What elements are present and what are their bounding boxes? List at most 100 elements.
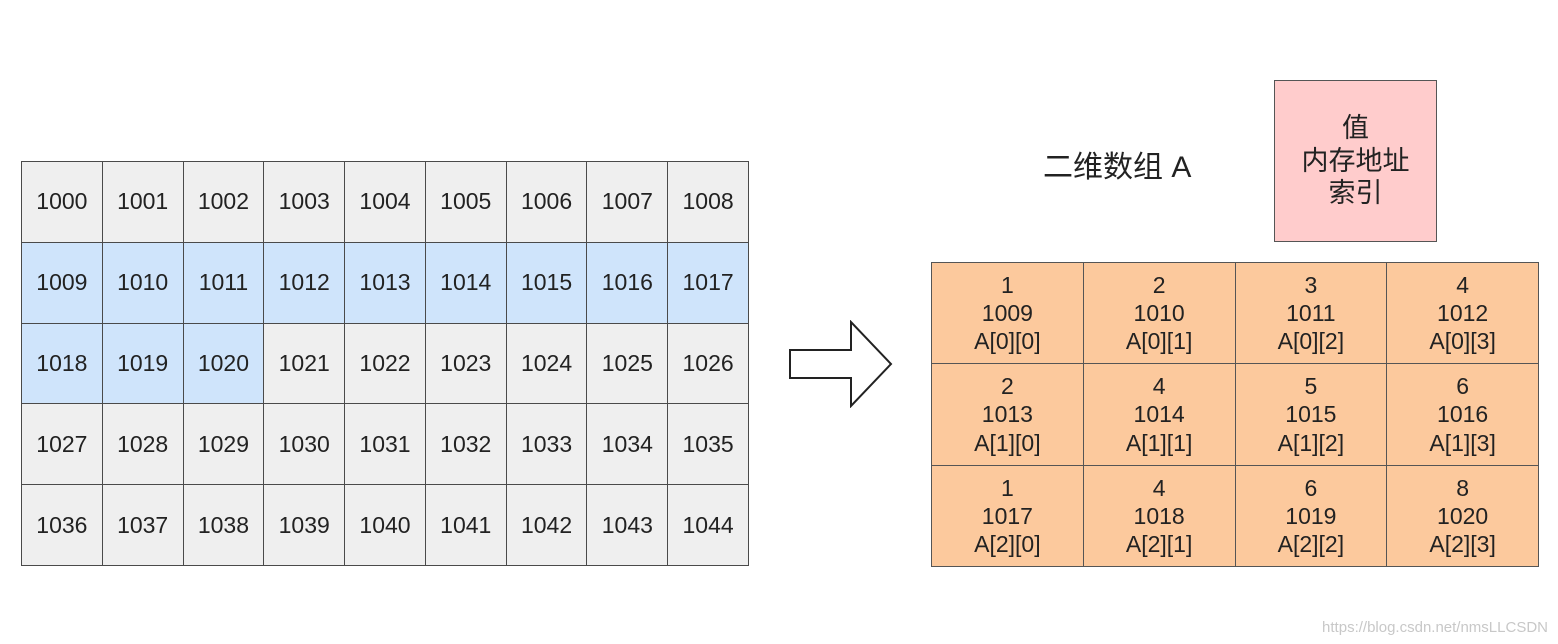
memory-cell: 1025 — [587, 323, 669, 405]
memory-cell: 1010 — [102, 242, 184, 324]
memory-cell: 1032 — [425, 404, 507, 486]
memory-cell: 1003 — [264, 162, 346, 243]
array-cell-index: A[2][2] — [1277, 530, 1345, 557]
array-cell-value: 2 — [1152, 272, 1166, 299]
array-cell-index: A[2][0] — [974, 530, 1041, 557]
array-cell-index: A[1][0] — [974, 429, 1041, 456]
memory-cell: 1036 — [22, 485, 103, 566]
memory-cell: 1001 — [102, 162, 184, 243]
array-cell-address: 1009 — [981, 300, 1033, 327]
array-cell-value: 5 — [1304, 373, 1318, 400]
memory-cell: 1042 — [506, 485, 588, 566]
array-cell-address: 1013 — [981, 401, 1033, 428]
array-cell-address: 1020 — [1437, 502, 1489, 529]
array-cell-address: 1015 — [1285, 401, 1337, 428]
legend-value-label: 值 — [1342, 113, 1369, 144]
array-cell-index: A[0][1] — [1125, 328, 1193, 355]
memory-cell: 1027 — [22, 404, 103, 486]
memory-cell: 1021 — [264, 323, 346, 405]
memory-cell: 1038 — [183, 485, 265, 566]
legend-index-label: 索引 — [1328, 178, 1383, 209]
legend-address-label: 内存地址 — [1301, 145, 1410, 176]
array-cell-value: 6 — [1456, 373, 1470, 400]
memory-cell: 1020 — [183, 323, 265, 405]
array-cell-index: A[0][3] — [1429, 328, 1496, 355]
memory-cell: 1004 — [345, 162, 426, 243]
memory-cell: 1016 — [587, 242, 669, 324]
memory-cell: 1013 — [345, 242, 426, 324]
memory-cell: 1030 — [264, 404, 346, 486]
array-cell-index: A[1][3] — [1429, 429, 1496, 456]
memory-cell: 1022 — [345, 323, 426, 405]
memory-cell: 1040 — [345, 485, 426, 566]
array-cell-index: A[2][1] — [1125, 530, 1193, 557]
array-cell-address: 1011 — [1286, 300, 1336, 327]
array-cell-address: 1012 — [1437, 300, 1489, 327]
array-cell-address: 1014 — [1133, 401, 1185, 428]
memory-cell: 1037 — [102, 485, 184, 566]
array-cell-value: 3 — [1304, 272, 1318, 299]
memory-cell: 1018 — [22, 323, 103, 405]
memory-cell: 1014 — [425, 242, 507, 324]
memory-cell: 1039 — [264, 485, 346, 566]
legend-box: 值 内存地址 索引 — [1274, 80, 1437, 242]
memory-cell: 1017 — [668, 242, 749, 324]
array-cell-index: A[0][0] — [974, 328, 1041, 355]
memory-cell: 1002 — [183, 162, 265, 243]
memory-cell: 1009 — [22, 242, 103, 324]
memory-cell: 1028 — [102, 404, 184, 486]
array-title: 二维数组 A — [1043, 151, 1192, 184]
memory-cell: 1007 — [587, 162, 669, 243]
array-cell-address: 1010 — [1133, 300, 1185, 327]
array-cell-value: 1 — [1000, 272, 1014, 299]
memory-cell: 1043 — [587, 485, 669, 566]
array-cell-index: A[2][3] — [1429, 530, 1496, 557]
array-cell-address: 1016 — [1437, 401, 1489, 428]
memory-cell: 1026 — [668, 323, 749, 405]
array-cell-value: 1 — [1000, 474, 1014, 501]
memory-cell: 1034 — [587, 404, 669, 486]
right-arrow-icon — [789, 320, 893, 408]
array-cell-index: A[1][2] — [1277, 429, 1345, 456]
memory-cell: 1029 — [183, 404, 265, 486]
memory-cell: 1031 — [345, 404, 426, 486]
memory-cell: 1005 — [425, 162, 507, 243]
memory-cell: 1012 — [264, 242, 346, 324]
memory-cell: 1006 — [506, 162, 588, 243]
memory-cell: 1019 — [102, 323, 184, 405]
array-cell-address: 1017 — [981, 502, 1033, 529]
memory-cell: 1033 — [506, 404, 588, 486]
array-cell-index: A[0][2] — [1277, 328, 1345, 355]
array-cell-index: A[1][1] — [1125, 429, 1193, 456]
memory-cell: 1011 — [183, 242, 265, 324]
memory-cell: 1024 — [506, 323, 588, 405]
memory-cell: 1035 — [668, 404, 749, 486]
array-cell-address: 1019 — [1285, 502, 1337, 529]
memory-cell: 1044 — [668, 485, 749, 566]
watermark-text: https://blog.csdn.net/nmsLLCSDN — [1322, 619, 1548, 636]
memory-cell: 1000 — [22, 162, 103, 243]
array-cell-value: 4 — [1456, 272, 1470, 299]
array-cell-value: 8 — [1456, 474, 1470, 501]
array-cell-value: 2 — [1000, 373, 1014, 400]
array-cell-value: 6 — [1304, 474, 1318, 501]
memory-cell: 1015 — [506, 242, 588, 324]
memory-cell: 1008 — [668, 162, 749, 243]
array-cell-value: 4 — [1152, 373, 1166, 400]
array-cell-address: 1018 — [1133, 502, 1185, 529]
array-cell-value: 4 — [1152, 474, 1166, 501]
